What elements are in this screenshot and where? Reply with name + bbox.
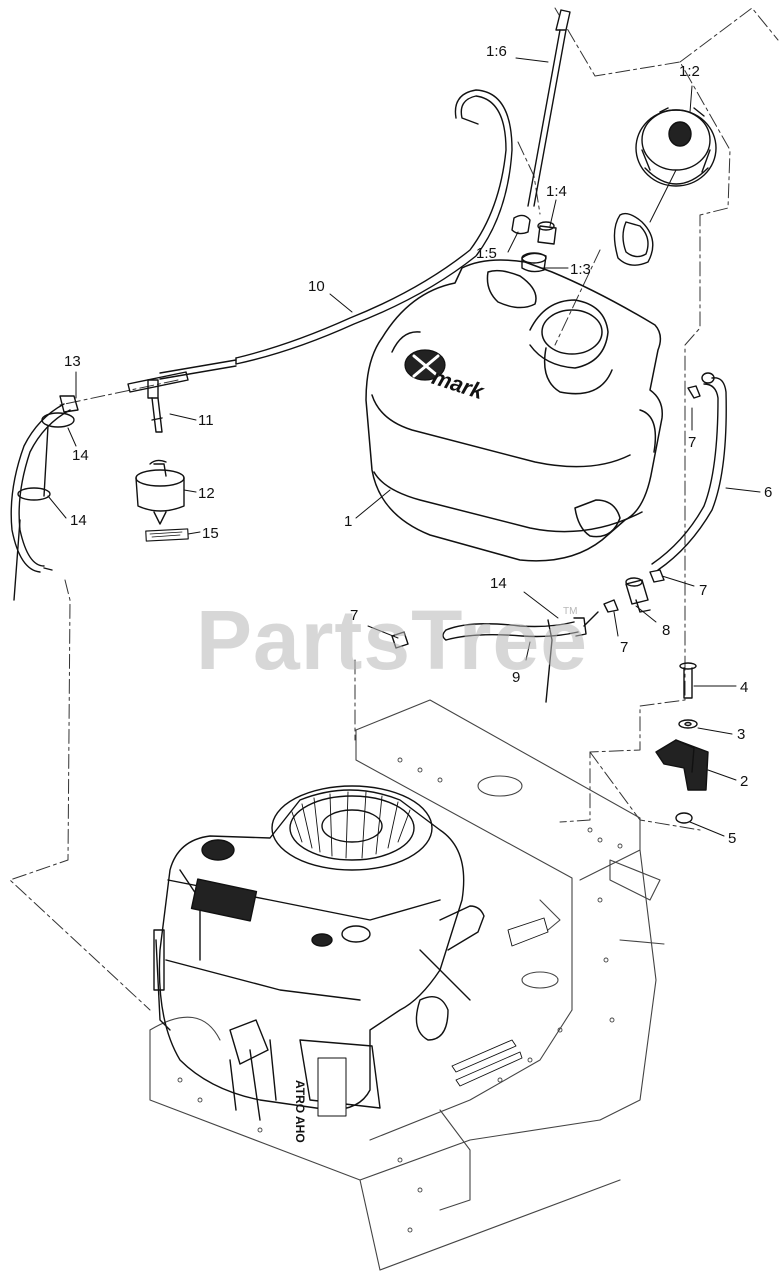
callout-14-a: 14	[72, 447, 89, 464]
fuel-hose-left	[10, 395, 79, 601]
phantom-outline	[9, 7, 779, 1011]
chassis-frame	[149, 699, 665, 1271]
callout-7-a: 7	[688, 434, 697, 451]
callout-7-d: 7	[620, 639, 629, 656]
callout-1-3: 1:3	[570, 261, 591, 278]
filter-decal	[145, 528, 189, 542]
callout-7-c: 7	[350, 607, 359, 624]
callout-8: 8	[662, 622, 671, 639]
callout-14-c: 14	[490, 575, 507, 592]
engine-decal-text: ATRO AHO	[293, 1080, 307, 1143]
callout-11: 11	[198, 412, 214, 429]
fuel-filter	[135, 459, 185, 525]
tank-bracket	[655, 739, 709, 791]
vent-hose	[159, 89, 513, 380]
shutoff-valve	[603, 569, 665, 613]
chassis-decals	[451, 917, 549, 1087]
mount-bolt	[679, 662, 697, 699]
callout-1: 1	[344, 513, 353, 530]
watermark-trademark: TM	[563, 606, 578, 617]
clamp-7-left	[391, 631, 409, 649]
nut	[675, 812, 693, 824]
engine	[153, 785, 485, 1121]
callout-5: 5	[728, 830, 737, 847]
engine-decal	[317, 1057, 347, 1117]
callout-3: 3	[737, 726, 746, 743]
vent-tube	[527, 9, 571, 207]
callout-12: 12	[198, 485, 215, 502]
callout-10: 10	[308, 278, 325, 295]
tee-fitting	[127, 371, 189, 433]
leader-lines	[47, 57, 761, 837]
cap-tether	[613, 212, 654, 266]
callout-1-5: 1:5	[476, 245, 497, 262]
fuel-hose-right	[651, 372, 727, 571]
washer	[678, 719, 698, 729]
callout-9: 9	[512, 669, 521, 686]
callout-14-b: 14	[70, 512, 87, 529]
callout-7-b: 7	[699, 582, 708, 599]
callout-1-4: 1:4	[546, 183, 567, 200]
fuel-hose-9	[442, 611, 599, 703]
grommets	[511, 214, 557, 273]
callout-6: 6	[764, 484, 773, 501]
callout-2: 2	[740, 773, 749, 790]
tank-logo	[404, 349, 446, 381]
callout-15: 15	[202, 525, 219, 542]
callout-13: 13	[64, 353, 81, 370]
callout-1-6: 1:6	[486, 43, 507, 60]
callout-1-2: 1:2	[679, 63, 700, 80]
callout-4: 4	[740, 679, 749, 696]
fuel-cap	[635, 107, 717, 187]
partstree-watermark: PartsTree	[196, 593, 588, 687]
fuel-tank	[365, 259, 663, 562]
